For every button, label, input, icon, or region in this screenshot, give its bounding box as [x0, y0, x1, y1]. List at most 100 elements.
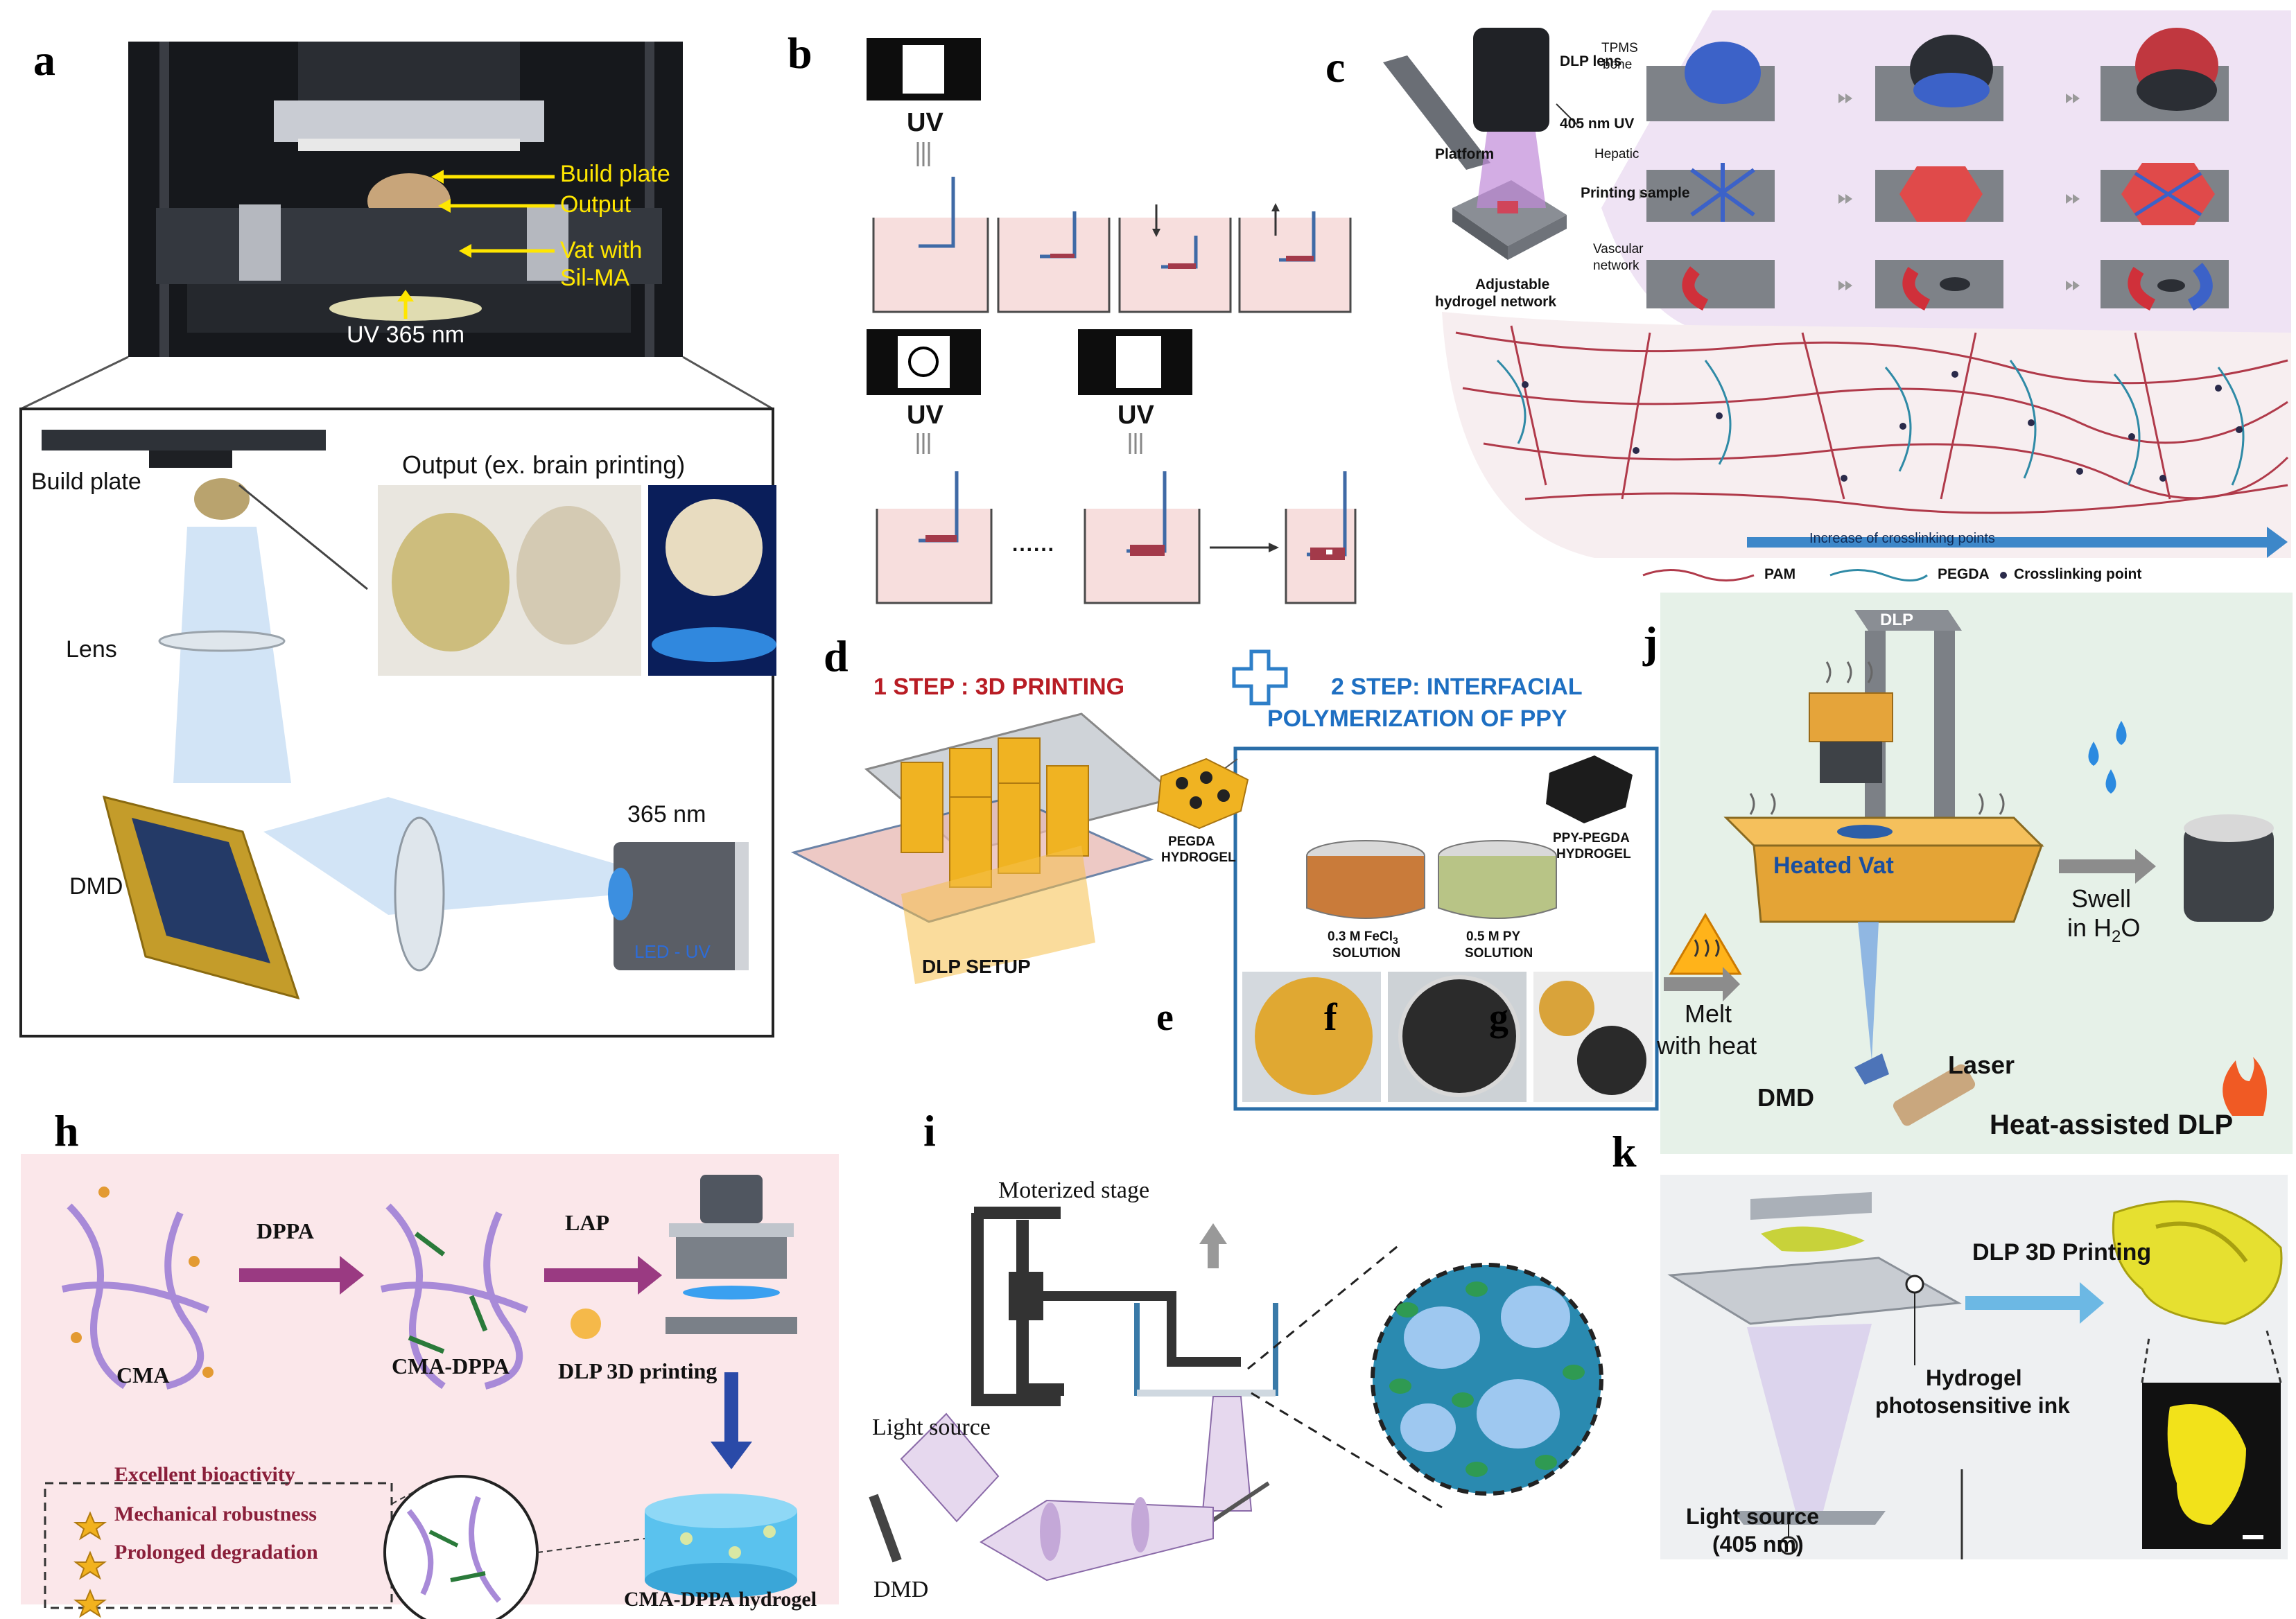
panel-d-graphic: [790, 649, 1659, 1111]
dmd-mirror: [1854, 1053, 1889, 1085]
panel-f-label: f: [1324, 996, 1337, 1039]
panel-i: i Moterized stage Light source DMD: [853, 1106, 1603, 1619]
motorized-stage-label: Moterized stage: [998, 1178, 1150, 1203]
platform-label: Platform: [1435, 146, 1495, 162]
swollen-scaffold: [2184, 825, 2274, 922]
laser-label: Laser: [1948, 1051, 2015, 1079]
cma-network: [61, 1203, 209, 1390]
resin-vat: [1134, 1303, 1278, 1396]
adjustable-network-line2: hydrogel network: [1435, 294, 1557, 310]
network-zoom-circle: [383, 1475, 539, 1619]
panel-h-label: h: [54, 1106, 79, 1155]
py-line1: 0.5 M PY: [1466, 929, 1521, 944]
pegda-hydrogel-line1: PEGDA: [1168, 834, 1215, 849]
star-icon-2: [73, 1550, 107, 1580]
hydrogel-ink-line2: photosensitive ink: [1875, 1393, 2070, 1418]
printer-arm: [1383, 55, 1490, 170]
legend-pam-label: PAM: [1764, 566, 1796, 582]
printed-ear: [2112, 1200, 2283, 1325]
legend-point-marker: [2000, 572, 2007, 579]
uv-label-2: UV: [907, 401, 943, 430]
panel-d: d 1 STEP : 3D PRINTING 2 STEP: INTERFACI…: [790, 617, 1664, 1116]
dlp-lens-graphic: [1473, 28, 1549, 132]
py-line2: SOLUTION: [1465, 946, 1533, 961]
melt-line1: Melt: [1685, 999, 1732, 1028]
swell-line2: in H2O: [2067, 913, 2141, 947]
dlp-printing-label: DLP 3D printing: [558, 1358, 718, 1383]
lap-initiator-icon: [571, 1309, 601, 1339]
water-drop-icon: [2088, 742, 2099, 766]
tpms-bone-sequence: [1646, 28, 2229, 121]
panel-i-graphic: [869, 1207, 1603, 1582]
panel-j: j DLP Heated Vat Swell in H2O Melt with …: [1643, 589, 2296, 1157]
build-plate-photo: [274, 100, 544, 142]
legend-pegda-line: [1829, 569, 1928, 581]
property-3: Prolonged degradation: [114, 1541, 318, 1564]
panel-a-label: a: [33, 35, 55, 85]
hydrogel-ink-line1: Hydrogel: [1926, 1365, 2022, 1390]
panel-k-graphic: [1660, 1175, 2288, 1559]
dmd-label-j: DMD: [1757, 1083, 1814, 1112]
hepatic-sequence: [1646, 163, 2229, 225]
panel-c: c DLP lens 405 nm UV Platform Printing s…: [1317, 0, 2296, 589]
melt-line2: with heat: [1657, 1031, 1757, 1060]
panel-i-label: i: [923, 1106, 936, 1155]
resin-tray: [1667, 1257, 1962, 1325]
up-arrow: [1199, 1223, 1227, 1244]
printed-brain: [194, 478, 250, 520]
uv-label-1: UV: [907, 108, 943, 137]
uv-405-label: 405 nm UV: [1560, 116, 1635, 132]
panel-c-label: c: [1325, 42, 1346, 91]
vascular-network-sequence: [1646, 260, 2229, 311]
panel-d-label: d: [824, 631, 849, 681]
panel-h: h DPPA LAP CMA CMA-DPPA DLP 3D printing …: [0, 1109, 853, 1619]
increase-crosslinking-label: Increase of crosslinking points: [1809, 531, 1995, 546]
crosslinked-network: [1455, 325, 2289, 514]
wavelength-label: 365 nm: [627, 801, 706, 828]
tpms-bone-line1: TPMS: [1601, 41, 1638, 55]
hepatic-label: Hepatic: [1594, 147, 1640, 161]
laser-source: [1893, 1064, 1976, 1126]
collimating-lens: [394, 816, 445, 972]
step2-heading-line1: 2 STEP: INTERFACIAL: [1331, 674, 1583, 700]
build-plate-lower: [42, 430, 326, 450]
light-source-label: Light source: [872, 1415, 991, 1440]
scale-bar: [2243, 1535, 2263, 1539]
swell-line1: Swell: [2071, 884, 2132, 913]
printed-lattice: [901, 737, 1089, 888]
fecl3-line2: SOLUTION: [1332, 946, 1401, 961]
lens-label: Lens: [66, 636, 117, 663]
printing-sample-graphic: [1497, 201, 1518, 213]
py-beaker: [1438, 856, 1557, 919]
panel-a: a Build plate Output Vat with Sil-MA UV …: [0, 0, 776, 1053]
hydrogel-network-area: [1442, 312, 2291, 558]
dlp-lens-label: DLP lens: [1560, 53, 1622, 69]
k-light-source-line2: (405 nm): [1712, 1532, 1804, 1557]
printed-ear-small: [1761, 1226, 1865, 1252]
dmd-label-i: DMD: [873, 1577, 929, 1602]
panel-e-label: e: [1156, 996, 1174, 1039]
cell-zoom-circle: [1371, 1263, 1603, 1496]
dlp-setup-label: DLP SETUP: [922, 956, 1031, 977]
step1-heading: 1 STEP : 3D PRINTING: [873, 674, 1125, 700]
adjustable-network-line1: Adjustable: [1475, 277, 1550, 292]
pegda-hydrogel-line2: HYDROGEL: [1161, 850, 1236, 865]
dppa-label: DPPA: [256, 1218, 314, 1243]
sequence-dots: ......: [1012, 533, 1056, 556]
vascular-line2: network: [1593, 259, 1640, 273]
star-icon-3: [73, 1589, 107, 1618]
panel-j-label: j: [1643, 618, 1658, 667]
panel-j-graphic: [1660, 593, 2293, 1154]
fecl3-beaker: [1306, 856, 1425, 919]
dlp-tower-top: [1854, 610, 1962, 631]
dmd-element: [869, 1494, 902, 1563]
legend-pegda-label: PEGDA: [1938, 566, 1990, 582]
k-light-source: [1733, 1511, 1886, 1525]
property-1: Excellent bioactivity: [114, 1463, 295, 1486]
lap-arrow: [544, 1256, 662, 1295]
motorized-stage: [1016, 1220, 1064, 1396]
fire-icon: [2223, 1057, 2267, 1116]
cma-label: CMA: [116, 1363, 170, 1388]
vat-sequence-row-2: [876, 498, 1357, 604]
panel-h-graphic: [21, 1154, 839, 1619]
